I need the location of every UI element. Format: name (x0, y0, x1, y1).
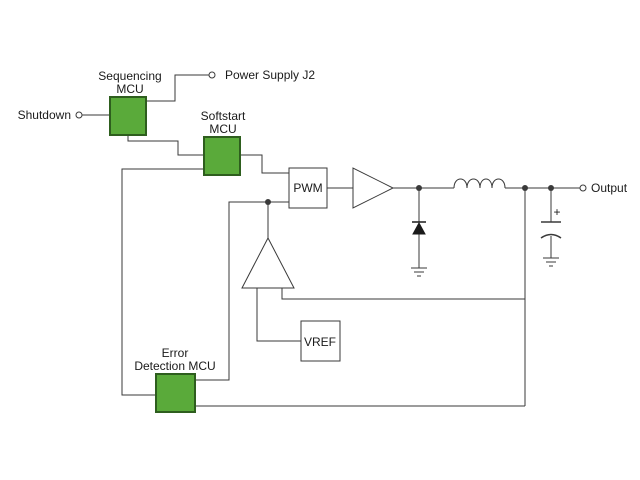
error-mcu-label-line1: Error (162, 346, 189, 360)
shutdown-label: Shutdown (18, 108, 71, 122)
softstart-mcu-label-line2: MCU (209, 122, 236, 136)
sequencing-mcu-block (109, 96, 147, 136)
capacitor-polarity-label: + (553, 205, 560, 219)
junctions (265, 185, 554, 205)
sequencing-mcu-label-line2: MCU (116, 82, 143, 96)
output-label: Output (591, 181, 628, 195)
ground-icon (543, 257, 559, 267)
junction-dot (522, 185, 528, 191)
diode-icon (412, 221, 426, 235)
junction-dot (548, 185, 554, 191)
pwm-block (288, 167, 328, 209)
vref-block (300, 320, 341, 362)
wires (82, 74, 580, 407)
sequencing-mcu-label-line1: Sequencing (98, 69, 161, 83)
junction-dot (416, 185, 422, 191)
softstart-mcu-label-line1: Softstart (201, 109, 246, 123)
error-amp-icon (241, 236, 295, 289)
shutdown-terminal (75, 111, 83, 119)
vref-label: VREF (304, 335, 336, 349)
inductor-icon (453, 178, 506, 189)
junction-dot (265, 199, 271, 205)
power-supply-label: Power Supply J2 (225, 68, 315, 82)
error-detection-mcu-block (155, 373, 196, 413)
softstart-mcu-block (203, 136, 241, 176)
capacitor-icon (540, 221, 562, 239)
output-terminal (579, 184, 587, 192)
ground-icon (411, 267, 427, 277)
error-mcu-label-line2: Detection MCU (134, 359, 215, 373)
buffer-amp-icon (352, 167, 395, 209)
power-supply-terminal (208, 71, 216, 79)
pwm-label: PWM (293, 181, 322, 195)
